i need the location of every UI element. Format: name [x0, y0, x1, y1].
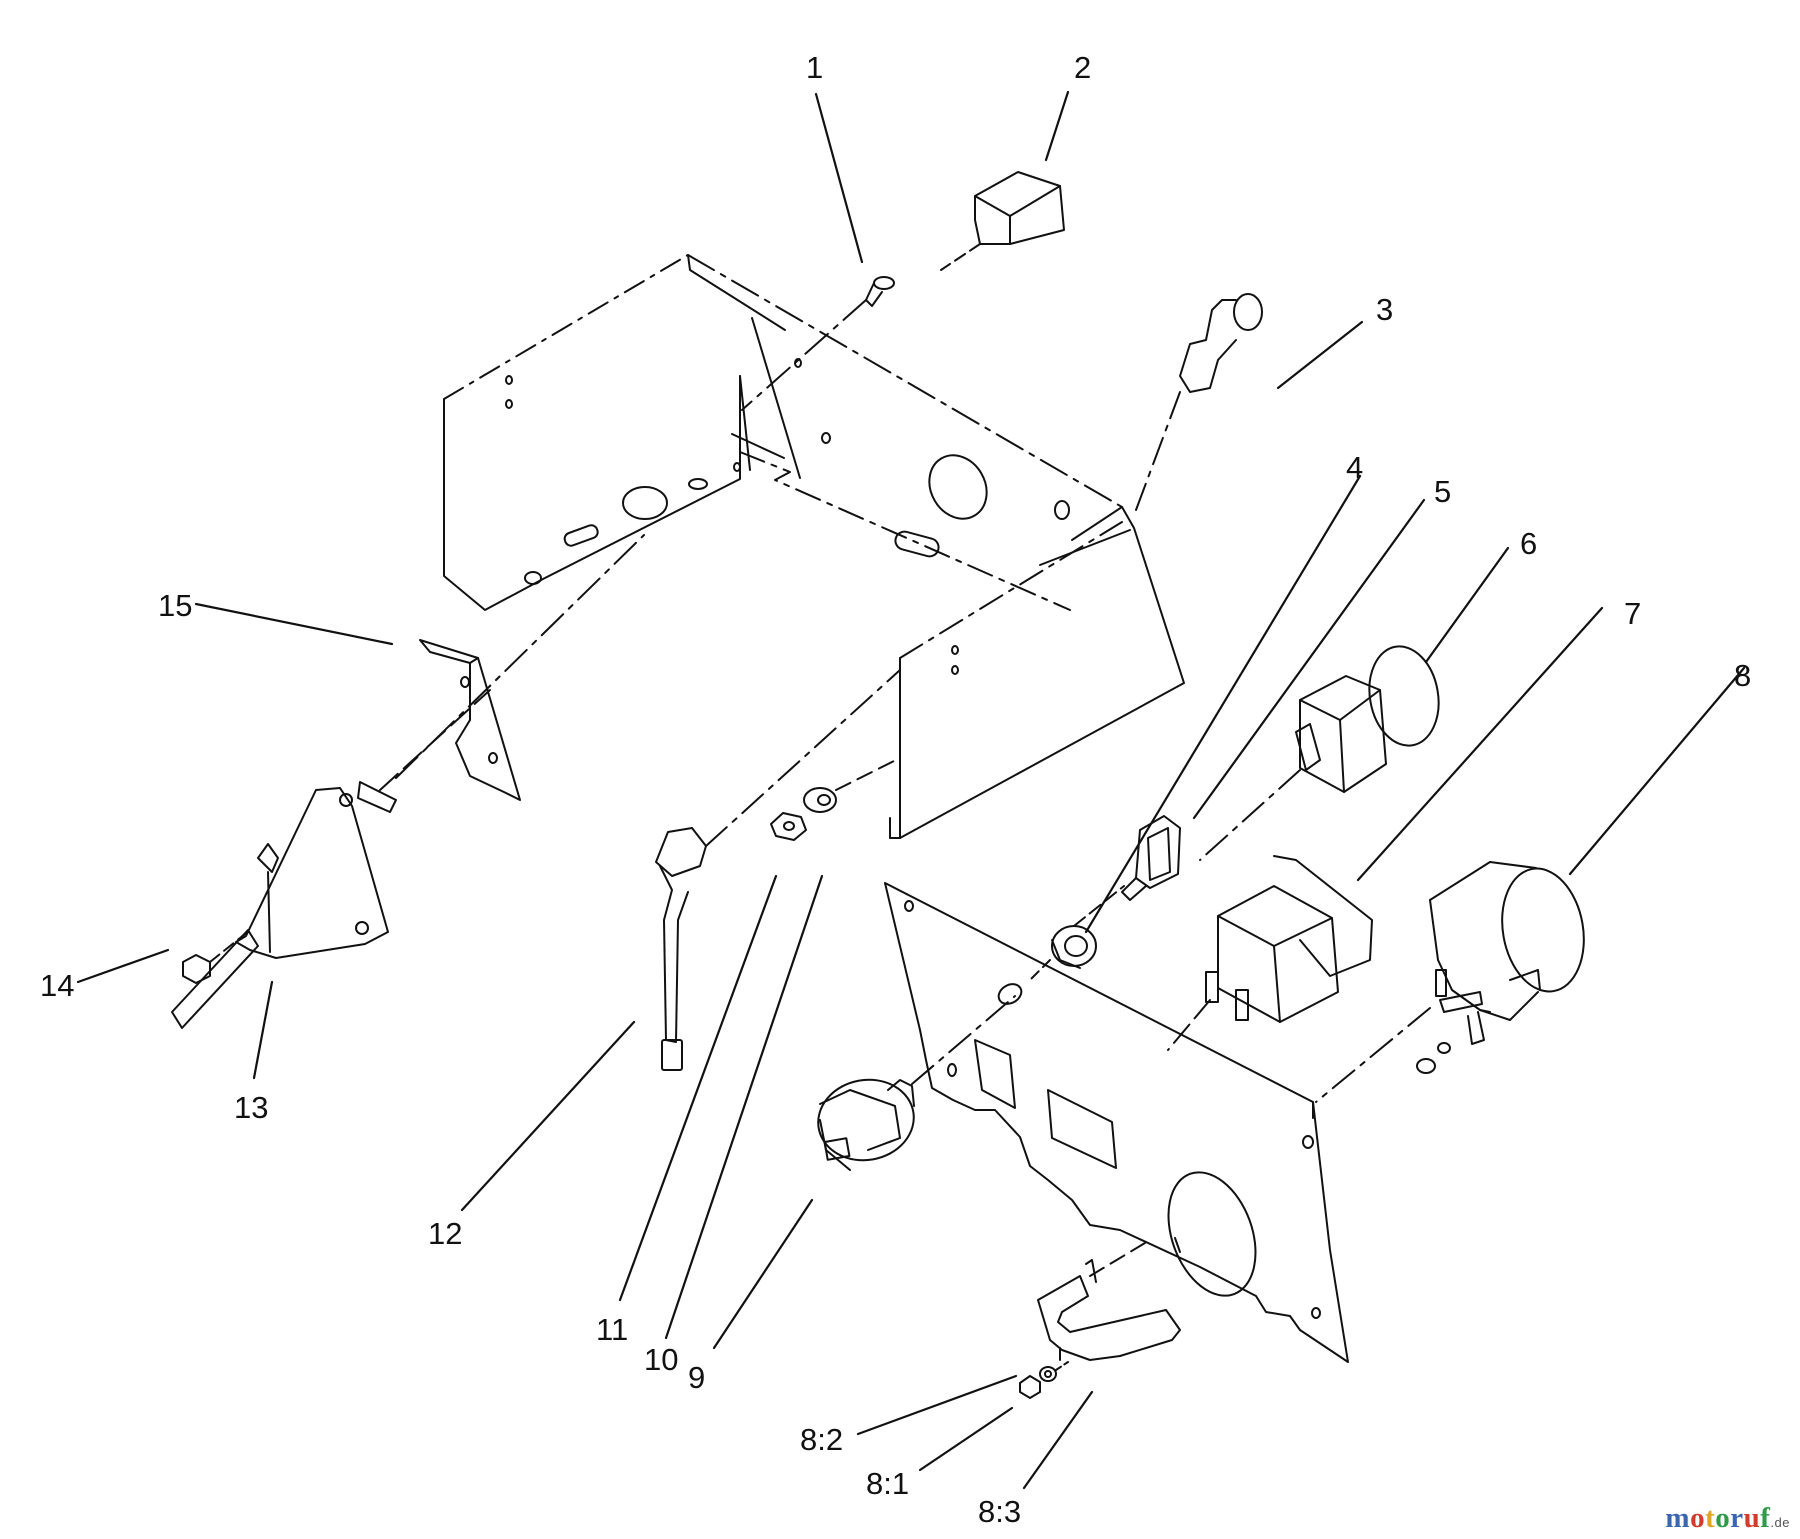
- leader-13: [252, 980, 274, 1080]
- callout-5: 5: [1434, 474, 1452, 509]
- callout-12: 12: [428, 1216, 463, 1251]
- part-8-3-clip: [1037, 1239, 1181, 1361]
- watermark-letter: r: [1730, 1502, 1744, 1534]
- leader-3: [1276, 320, 1364, 390]
- callout-8-1: 8:1: [866, 1466, 910, 1501]
- watermark-letter: o: [1690, 1502, 1706, 1534]
- callout-14: 14: [40, 968, 75, 1003]
- callout-8: 8: [1734, 658, 1752, 693]
- front-panel: [884, 882, 1349, 1363]
- watermark-letter: u: [1743, 1502, 1761, 1534]
- leader-15: [194, 602, 394, 646]
- leader-8-1: [918, 1406, 1014, 1472]
- callout-10: 10: [644, 1342, 679, 1377]
- leader-12: [460, 1020, 636, 1212]
- part-8-meter: [1315, 861, 1585, 1103]
- part-6-switch: [1199, 645, 1440, 861]
- callout-8-2: 8:2: [800, 1422, 844, 1457]
- leader-14: [76, 948, 170, 984]
- leader-2: [1044, 90, 1070, 162]
- part-13-lever: [171, 689, 491, 1029]
- leader-8-3: [1022, 1390, 1094, 1490]
- part-2-cap: [940, 171, 1065, 271]
- callout-13: 13: [234, 1090, 269, 1125]
- part-9-switch: [817, 995, 1016, 1171]
- leader-11: [618, 874, 778, 1302]
- callout-6: 6: [1520, 526, 1538, 561]
- part-11-nut: [770, 812, 807, 841]
- leader-1: [814, 92, 864, 264]
- callout-9: 9: [688, 1360, 706, 1395]
- callout-3: 3: [1376, 292, 1394, 327]
- callout-1: 1: [806, 50, 824, 85]
- upper-bracket: [443, 254, 1185, 839]
- watermark-letter: o: [1715, 1502, 1731, 1534]
- leader-8-2: [856, 1374, 1018, 1436]
- part-14-nut: [182, 929, 251, 984]
- callout-2: 2: [1074, 50, 1092, 85]
- leader-8: [1568, 666, 1746, 876]
- part-5-key: [1121, 815, 1181, 901]
- callout-11: 11: [596, 1312, 629, 1347]
- callout-15: 15: [158, 588, 193, 623]
- part-15-plate: [395, 534, 645, 801]
- leader-9: [712, 1198, 814, 1350]
- leader-7: [1356, 606, 1604, 882]
- callout-8-3: 8:3: [978, 1494, 1022, 1529]
- part-8-2-washer: [1039, 1361, 1069, 1382]
- part-7-relay: [1167, 855, 1373, 1051]
- part-12-sensor: [655, 669, 901, 1071]
- part-4-grommet: [1029, 885, 1125, 981]
- part-10-washer: [803, 759, 897, 813]
- leader-lines: [76, 90, 1746, 1490]
- part-1-rivet: [741, 276, 895, 411]
- callout-7: 7: [1624, 596, 1642, 631]
- leader-5: [1192, 498, 1426, 820]
- leader-6: [1424, 546, 1510, 664]
- leader-10: [664, 874, 824, 1340]
- watermark-domain: .de: [1770, 1515, 1790, 1530]
- part-8-1-nut: [1019, 1375, 1041, 1399]
- leader-4: [1084, 474, 1362, 934]
- watermark-letter: t: [1705, 1502, 1716, 1534]
- watermark-logo: motoruf.de: [1665, 1504, 1790, 1533]
- callout-4: 4: [1346, 450, 1364, 485]
- watermark-letter: f: [1760, 1502, 1771, 1534]
- part-3-plunger: [1135, 293, 1263, 511]
- watermark-letter: m: [1665, 1502, 1691, 1534]
